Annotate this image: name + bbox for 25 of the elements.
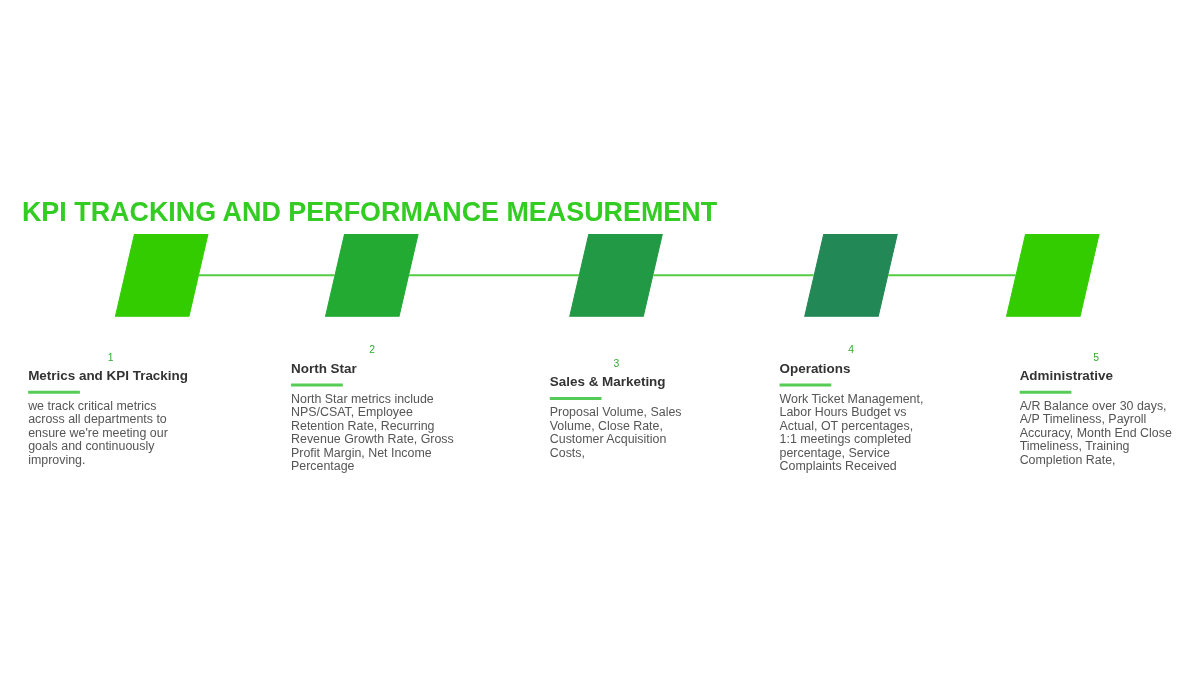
node-label: 1 (107, 351, 114, 363)
node-label: Administrative (1019, 367, 1113, 383)
node-parallelogram (803, 233, 898, 317)
node-label: 5 (1092, 351, 1099, 363)
node-label: Sales & Marketing (549, 373, 666, 389)
node-label: 4 (847, 343, 854, 355)
node-label: 2 (368, 343, 375, 355)
connector (887, 273, 1016, 276)
connector (408, 273, 579, 276)
node-label: Work Ticket Management, Labor Hours Budget vs Actual, OT percentages, 1:1 meetings completed percentage, Service Complaints Received (779, 391, 923, 473)
node-label: 3 (612, 357, 619, 369)
node-label: A/R Balance over 30 days, A/P Timeliness, Payroll Accuracy, Month End Close Timeliness, Training Completion Rate, (1019, 398, 1172, 467)
node-parallelogram (1005, 233, 1100, 317)
node-label: North Star (290, 360, 357, 375)
node-label: Metrics and KPI Tracking (27, 367, 188, 383)
connector (198, 273, 335, 276)
node-parallelogram (568, 233, 663, 317)
node-parallelogram (114, 233, 209, 317)
node-parallelogram (324, 233, 419, 317)
node-label: Operations (779, 360, 850, 375)
diagram-title: KPI TRACKING AND PERFORMANCE MEASUREMENT (21, 196, 717, 227)
connector (652, 273, 814, 276)
node-label: North Star metrics include NPS/CSAT, Employee Retention Rate, Recurring Revenue Growth Rate, Gross Profit Margin, Net Income Percentage (290, 391, 454, 473)
node-label: Proposal Volume, Sales Volume, Close Rate, Customer Acquisition Costs, (549, 404, 682, 460)
node-label: we track critical metrics across all departments to ensure we're meeting our goals and continuously improving. (27, 398, 168, 467)
